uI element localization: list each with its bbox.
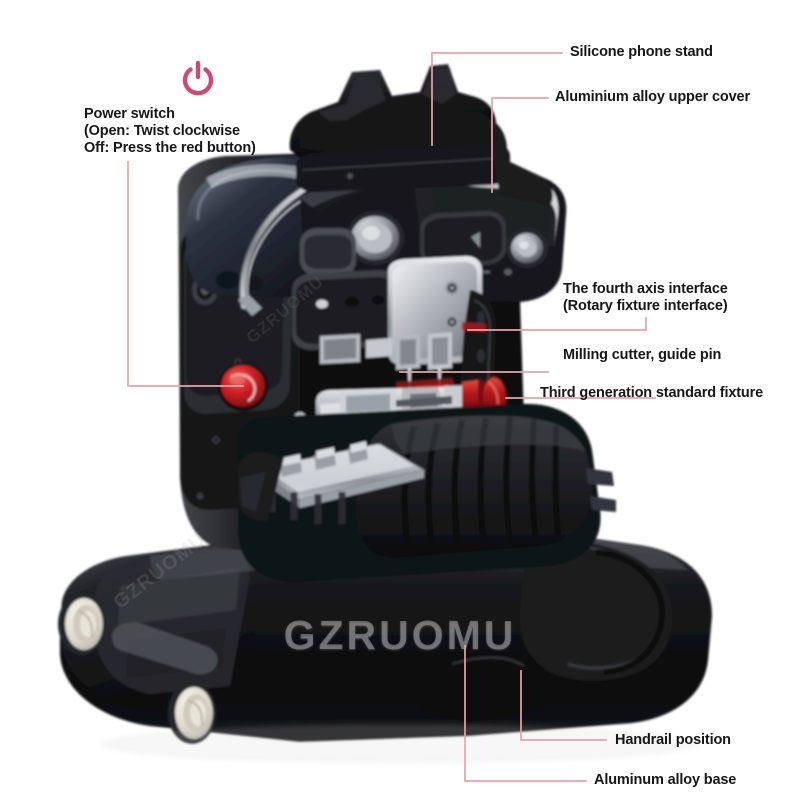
- callout-handrail-position: Handrail position: [615, 732, 731, 749]
- power-icon: [182, 60, 214, 96]
- callout-fourth-axis-interface: The fourth axis interface (Rotary fixtur…: [563, 281, 728, 315]
- callout-fourth-axis-interface-text: The fourth axis interface (Rotary fixtur…: [563, 281, 728, 314]
- callout-silicone-phone-stand-text: Silicone phone stand: [570, 44, 713, 60]
- leader-silicone-phone-stand: [431, 52, 563, 146]
- leader-aluminum-alloy-base: [464, 645, 587, 782]
- callout-third-generation-standard-fixture-text: Third generation standard fixture: [540, 385, 764, 401]
- leader-aluminium-alloy-upper-cover: [491, 97, 549, 193]
- leader-handrail-position: [520, 670, 607, 741]
- callout-aluminium-alloy-upper-cover: Aluminium alloy upper cover: [555, 89, 750, 106]
- callout-third-generation-standard-fixture: Third generation standard fixture: [540, 385, 763, 402]
- callout-milling-cutter-guide-pin-text: Milling cutter, guide pin: [563, 347, 722, 363]
- callout-aluminium-alloy-upper-cover-text: Aluminium alloy upper cover: [555, 89, 750, 105]
- callout-handrail-position-text: Handrail position: [615, 732, 731, 748]
- callout-aluminum-alloy-base: Aluminum alloy base: [594, 772, 736, 789]
- callout-aluminum-alloy-base-text: Aluminum alloy base: [594, 772, 737, 788]
- callout-power-switch-text: Power switch (Open: Twist clockwise Off:…: [84, 106, 256, 156]
- leader-fourth-axis-interface: [467, 317, 647, 331]
- leader-power-switch: [127, 161, 244, 387]
- callout-silicone-phone-stand: Silicone phone stand: [570, 44, 713, 61]
- callout-milling-cutter-guide-pin: Milling cutter, guide pin: [563, 347, 721, 364]
- callout-power-switch: Power switch (Open: Twist clockwise Off:…: [84, 106, 256, 157]
